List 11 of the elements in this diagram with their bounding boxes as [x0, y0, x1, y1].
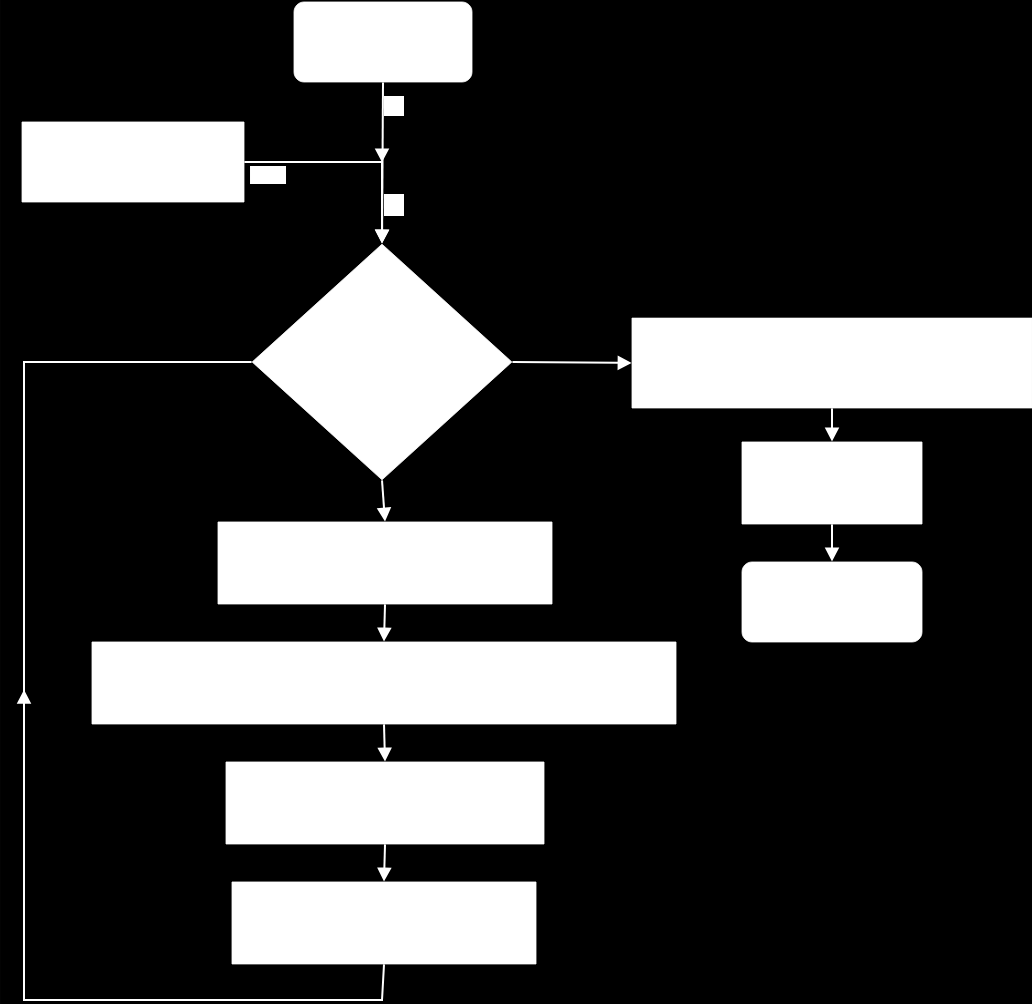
arrow — [16, 361, 385, 1001]
process-box — [631, 317, 1032, 409]
process-box — [741, 441, 923, 525]
process-box — [231, 881, 537, 965]
terminal-box — [293, 1, 473, 83]
terminal-box — [741, 561, 923, 643]
decision-diamond — [251, 243, 513, 481]
process-box — [21, 121, 245, 203]
process-box — [217, 521, 553, 605]
process-box — [91, 641, 677, 725]
process-box — [225, 761, 545, 845]
